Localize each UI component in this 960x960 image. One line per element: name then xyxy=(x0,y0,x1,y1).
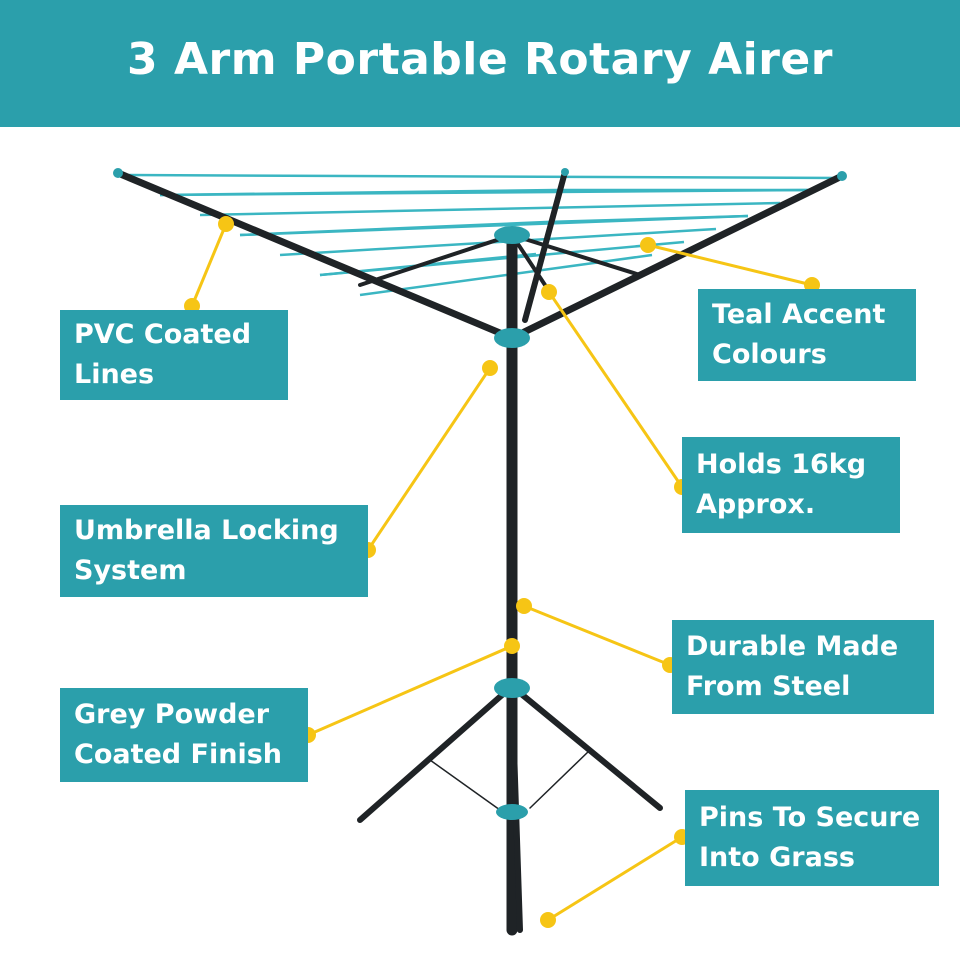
callout-line: PVC Coated xyxy=(74,319,252,350)
callout-line: System xyxy=(74,555,187,586)
callout-line: Durable Made xyxy=(686,631,899,662)
teal-hubs xyxy=(113,168,847,820)
callout-line: Approx. xyxy=(696,489,816,520)
top-hub xyxy=(494,226,530,244)
arm-hub xyxy=(494,328,530,348)
pointer-lines xyxy=(190,223,813,922)
callout-grey-powder-coated-finish: Grey Powder Coated Finish xyxy=(60,688,308,782)
callout-line: Into Grass xyxy=(699,842,855,873)
callout-pins-to-secure: Pins To Secure Into Grass xyxy=(685,790,939,886)
callout-line: Lines xyxy=(74,359,155,390)
washing-lines xyxy=(117,173,843,297)
callout-teal-accent-colours: Teal Accent Colours xyxy=(698,289,916,381)
leg-hub xyxy=(494,678,530,698)
callout-line: Teal Accent xyxy=(712,299,886,330)
arm-tip-right xyxy=(837,171,847,181)
callout-line: Pins To Secure xyxy=(699,802,921,833)
page-title: 3 Arm Portable Rotary Airer xyxy=(127,34,833,85)
callout-line: Holds 16kg xyxy=(696,449,867,480)
callout-pvc-coated-lines: PVC Coated Lines xyxy=(60,310,288,400)
callout-holds-16kg: Holds 16kg Approx. xyxy=(682,437,900,533)
callout-line: Colours xyxy=(712,339,827,370)
callout-line: Grey Powder xyxy=(74,699,270,730)
callout-line: Umbrella Locking xyxy=(74,515,339,546)
arm-tip-back xyxy=(561,168,569,176)
callout-umbrella-locking-system: Umbrella Locking System xyxy=(60,505,368,597)
callout-line: Coated Finish xyxy=(74,739,282,770)
brace-hub xyxy=(496,804,528,820)
callout-line: From Steel xyxy=(686,671,851,702)
callout-durable-made-from-steel: Durable Made From Steel xyxy=(672,620,934,714)
title-banner: 3 Arm Portable Rotary Airer xyxy=(0,0,960,127)
arm-tip-left xyxy=(113,168,123,178)
